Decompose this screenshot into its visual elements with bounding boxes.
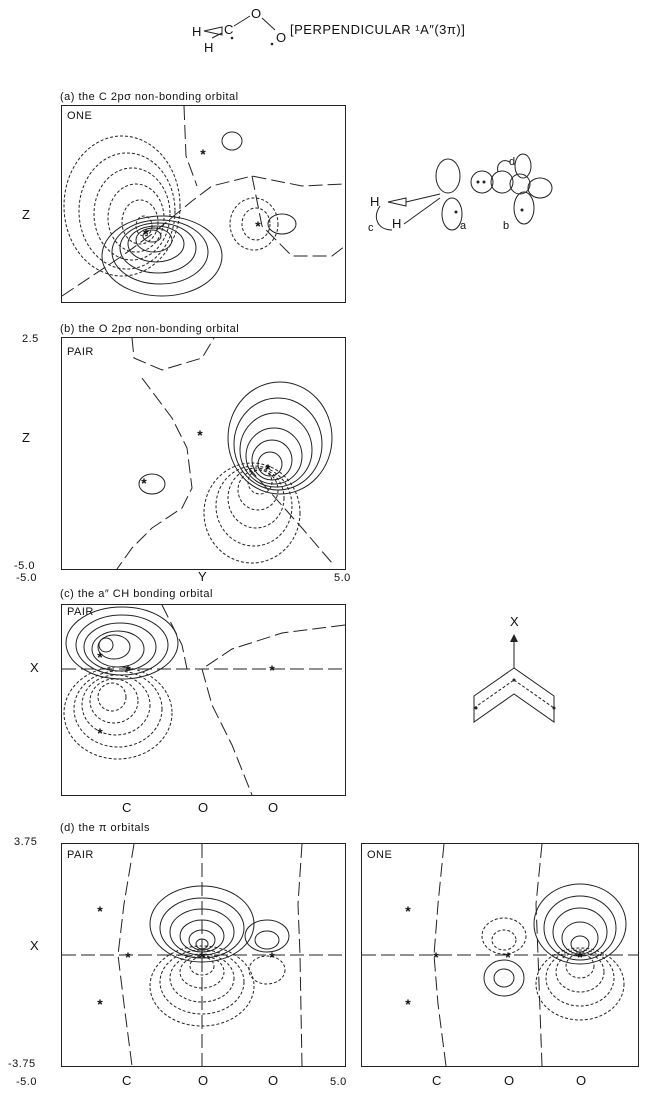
atom-star: * (269, 949, 275, 965)
header-bonds (203, 15, 276, 46)
inset-plane-drawing (473, 634, 556, 723)
inset-label-a: a (460, 220, 467, 232)
contour-panel-d-left: PAIR * * * * * (61, 843, 346, 1067)
axis-x-d: X (30, 938, 40, 953)
caption-d: (d) the π orbitals (60, 822, 150, 834)
axis-y-b: Y (198, 569, 208, 584)
contours-d-right (362, 844, 638, 1066)
header-o1: O (251, 6, 262, 21)
header-c: C (224, 22, 234, 37)
tick-d-xright: 5.0 (330, 1076, 347, 1088)
contour-panel-c: PAIR * * * * (61, 604, 346, 796)
atom-star: * (197, 427, 203, 443)
tick-b-xright: 5.0 (334, 572, 351, 584)
tick-d-right-3: O (576, 1073, 587, 1088)
atom-star: * (433, 949, 439, 965)
contour-panel-b: PAIR * * * (61, 337, 346, 570)
inset-h1: H (370, 194, 380, 209)
tick-b-xleft: -5.0 (16, 572, 37, 584)
tick-d-left-3: O (268, 1073, 279, 1088)
occupancy-b: PAIR (67, 346, 94, 358)
caption-a: (a) the C 2pσ non-bonding orbital (60, 91, 239, 103)
contours-c (62, 605, 345, 795)
atom-star: * (199, 949, 205, 965)
header-h1: H (192, 24, 202, 39)
caption-b: (b) the O 2pσ non-bonding orbital (60, 323, 240, 335)
tick-b-bottom: -5.0 (14, 560, 35, 572)
header-h2: H (204, 40, 214, 55)
atom-star: * (125, 662, 131, 678)
atom-star: * (405, 996, 411, 1012)
inset-axis-x: X (510, 614, 520, 629)
occupancy-a: ONE (67, 110, 93, 122)
contours-a (62, 106, 345, 297)
axis-z-b: Z (22, 430, 31, 445)
tick-d-right-2: O (504, 1073, 515, 1088)
tick-b-top: 2.5 (22, 333, 39, 345)
atom-star: * (125, 949, 131, 965)
state-label: [PERPENDICULAR ¹A″(3π)] (290, 22, 466, 37)
tick-c-3: O (268, 800, 279, 815)
tick-c-1: C (122, 800, 132, 815)
atom-star: * (255, 218, 261, 234)
atom-star: * (265, 461, 271, 477)
inset-plane-sketch: X (470, 614, 570, 728)
tick-d-xleft: -5.0 (16, 1076, 37, 1088)
caption-c: (c) the a″ CH bonding orbital (60, 588, 213, 600)
occupancy-d-right: ONE (367, 849, 393, 861)
tick-d-bottom: -3.75 (8, 1058, 36, 1070)
atom-star: * (97, 649, 103, 665)
atom-star: * (505, 949, 511, 965)
atom-star: * (577, 949, 583, 965)
axis-x-c: X (30, 660, 40, 675)
inset-label-b: b (503, 220, 510, 232)
atom-star: * (269, 662, 275, 678)
contours-d-left (62, 844, 345, 1066)
contour-panel-a: ONE * * * (61, 105, 346, 303)
tick-d-right-1: C (432, 1073, 442, 1088)
atom-star: * (405, 903, 411, 919)
atom-star: * (143, 226, 149, 242)
atom-star: * (97, 903, 103, 919)
inset-label-d: d (509, 156, 516, 168)
tick-d-left-1: C (122, 1073, 132, 1088)
header-o2: O (276, 30, 287, 45)
tick-d-top: 3.75 (14, 836, 38, 848)
contours-b (116, 338, 333, 569)
inset-h2: H (392, 216, 402, 231)
contour-panel-d-right: ONE * * * * * (361, 843, 639, 1067)
atom-star: * (141, 475, 147, 491)
axis-z-a: Z (22, 207, 31, 222)
atom-star: * (97, 725, 103, 741)
inset-label-c: c (368, 222, 374, 234)
inset-sketch-drawing (376, 153, 553, 231)
inset-orbital-sketch: H H c a b d (368, 148, 570, 238)
atom-star: * (97, 996, 103, 1012)
tick-d-left-2: O (198, 1073, 209, 1088)
atom-star: * (200, 146, 206, 162)
tick-c-2: O (198, 800, 209, 815)
occupancy-d-left: PAIR (67, 849, 94, 861)
